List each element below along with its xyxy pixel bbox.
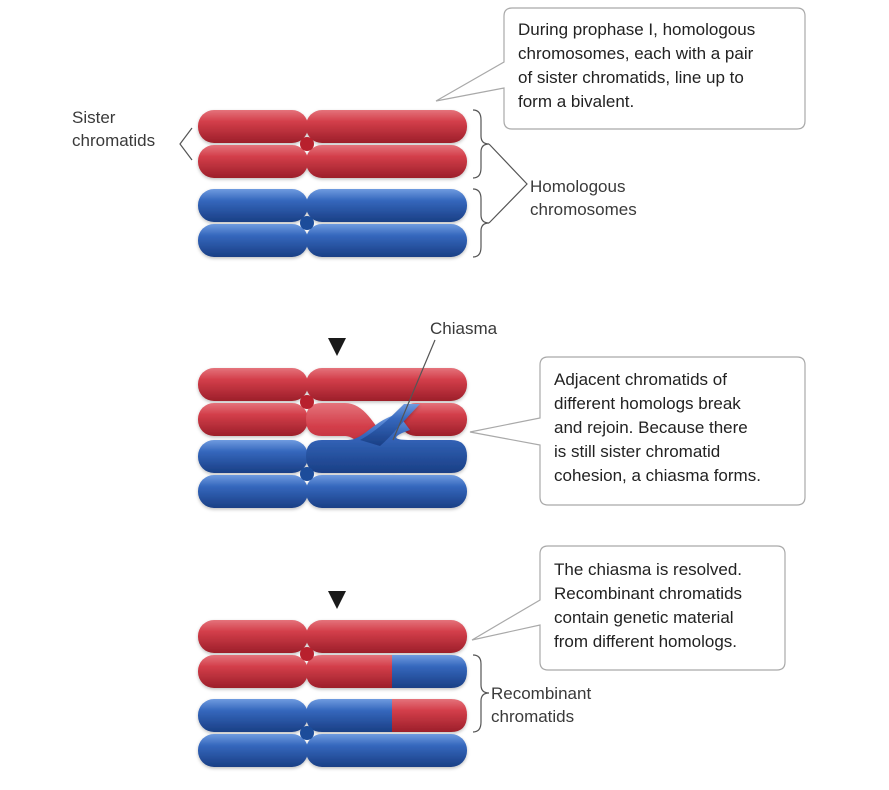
centromere-red [300, 647, 314, 661]
callout-text-2: Adjacent chromatids of different homolog… [542, 360, 804, 496]
centromere-blue [300, 467, 314, 481]
label-line: Recombinant [491, 684, 592, 703]
label-line: Chiasma [430, 319, 498, 338]
panel3-resolved [198, 545, 786, 767]
callout-line: cohesion, a chiasma forms. [554, 466, 761, 485]
panel2-chiasma [198, 338, 806, 508]
centromere-blue [300, 216, 314, 230]
chromatid-red-2 [198, 145, 467, 178]
centromere-red [300, 137, 314, 151]
callout-line: different homologs break [554, 394, 741, 413]
chiasma-pointer-line [392, 339, 436, 441]
panel1-bivalent [179, 7, 806, 258]
callout-bubble-3 [471, 545, 786, 671]
label-line: chromatids [72, 131, 156, 150]
callout-line: and rejoin. Because there [554, 418, 748, 437]
chromatid-blue-parental [198, 734, 467, 767]
label-line: chromosomes [530, 200, 637, 219]
chromatid-red-crossing [198, 403, 467, 470]
callout-line: During prophase I, homologous [518, 20, 756, 39]
label-line: Sister [72, 108, 116, 127]
centromere-red [300, 395, 314, 409]
label-sister-chromatids: Sister chromatids [72, 106, 155, 152]
callout-line: is still sister chromatid [554, 442, 721, 461]
chromatid-blue-1 [198, 189, 467, 222]
down-arrowhead-icon [328, 338, 346, 356]
recombinant-chromatids-brace [472, 654, 490, 733]
label-line: chromatids [491, 707, 575, 726]
callout-text-1: During prophase I, homologous chromosome… [506, 10, 804, 122]
callout-line: Recombinant chromatids [554, 584, 743, 603]
chromatid-red-parental [198, 620, 467, 653]
callout-line: form a bivalent. [518, 92, 635, 111]
chromatid-blue-bottom [198, 475, 467, 508]
brace-blue-homolog [472, 188, 490, 258]
chromatid-red-1 [198, 110, 467, 143]
chromatid-blue-2 [198, 224, 467, 257]
callout-bubble-2 [469, 356, 806, 506]
callout-bubble-1 [435, 7, 806, 130]
label-homologous-chromosomes: Homologous chromosomes [530, 175, 637, 221]
callout-line: from different homologs. [554, 632, 737, 651]
chromatid-blue-crossing [198, 404, 467, 473]
chromatid-red-top [198, 368, 467, 401]
callout-line: chromosomes, each with a pair [518, 44, 754, 63]
callout-line: Adjacent chromatids of [554, 370, 727, 389]
centromere-blue [300, 726, 314, 740]
chromatid-blue-recombinant [198, 699, 467, 732]
callout-line: The chiasma is resolved. [554, 560, 743, 579]
sister-chromatids-bracket [179, 127, 193, 161]
callout-line: contain genetic material [554, 608, 734, 627]
callout-line: of sister chromatids, line up to [518, 68, 744, 87]
label-chiasma: Chiasma [430, 317, 497, 340]
label-recombinant-chromatids: Recombinant chromatids [491, 682, 591, 728]
callout-text-3: The chiasma is resolved. Recombinant chr… [542, 550, 784, 662]
brace-red-homolog [472, 109, 490, 179]
label-line: Homologous [530, 177, 626, 196]
chromatid-red-recombinant [198, 655, 467, 688]
down-arrowhead-icon [328, 591, 346, 609]
homologous-chromosomes-bracket [488, 143, 528, 224]
